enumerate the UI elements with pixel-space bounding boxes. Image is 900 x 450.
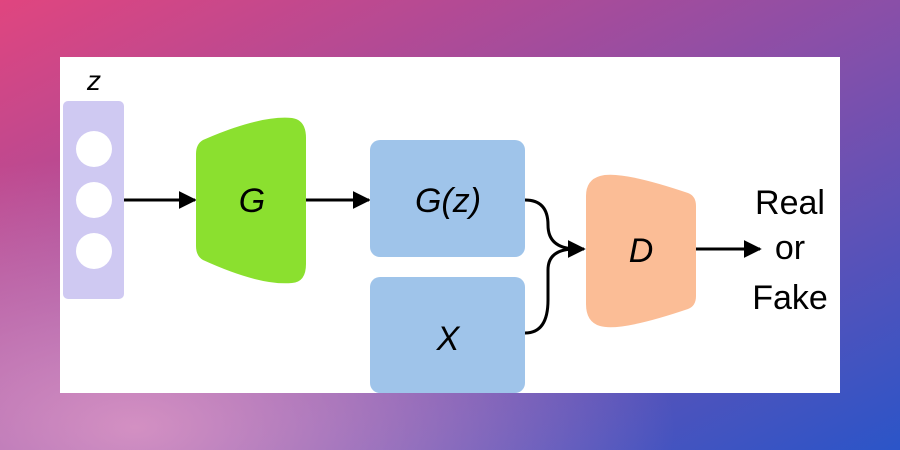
output-label-fake: Fake [752,279,828,317]
generator-label: G [239,182,265,220]
noise-unit-circle [76,233,112,269]
generated-sample-box [370,140,525,257]
generated-sample-label: G(z) [415,182,481,220]
output-label-real: Real [755,184,825,222]
noise-unit-circle [76,131,112,167]
noise-label: z [86,65,101,96]
output-label-or: or [775,229,805,267]
connector-generated-to-discriminator [524,198,576,251]
noise-unit-circle [76,182,112,218]
generator-block [196,117,306,284]
real-data-box [370,277,525,393]
discriminator-label: D [629,232,654,270]
real-data-label: X [436,320,461,358]
connector-real-to-discriminator [524,247,576,335]
discriminator-block [586,174,696,328]
